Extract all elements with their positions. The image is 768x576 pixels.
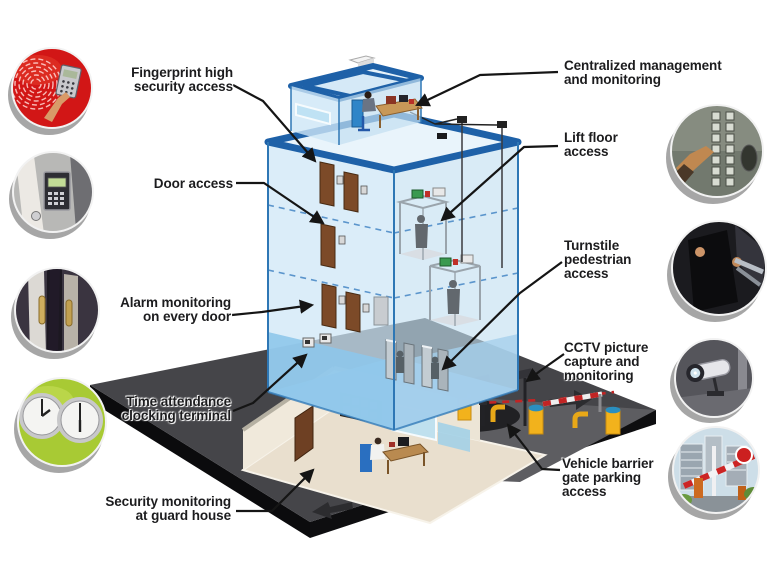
door-handle-alarm-photo bbox=[11, 267, 100, 359]
label-line: access bbox=[564, 266, 609, 282]
label-turnstile-pedestrian-access: Turnstile pedestrian access bbox=[564, 238, 632, 282]
label-alarm-monitoring-on-every-door: Alarm monitoring on every door bbox=[120, 295, 231, 325]
leader-door-access bbox=[236, 181, 325, 225]
label-line: Fingerprint high bbox=[131, 65, 233, 80]
label-line: CCTV picture bbox=[564, 340, 649, 355]
penthouse-window bbox=[295, 102, 331, 126]
conduit-elbow-2 bbox=[572, 411, 588, 428]
leader-centralized bbox=[415, 70, 559, 107]
leader-lift bbox=[440, 144, 559, 222]
label-line: access bbox=[562, 484, 607, 500]
leader-guard-house bbox=[236, 468, 315, 513]
time-clock-terminals bbox=[302, 333, 332, 348]
label-line: access bbox=[564, 144, 609, 160]
leader-fingerprint bbox=[232, 84, 317, 163]
clock-left bbox=[19, 393, 65, 439]
label-line: Security monitoring bbox=[105, 494, 231, 509]
label-fingerprint-high-security-access: Fingerprint high security access bbox=[131, 65, 233, 95]
control-room-operator bbox=[351, 91, 423, 132]
label-line: on every door bbox=[143, 309, 231, 325]
leader-vehicle-barrier bbox=[506, 423, 561, 472]
label-line: at guard house bbox=[135, 508, 231, 524]
time-clocks-photo bbox=[14, 377, 107, 473]
vehicle-barrier-gate-photo bbox=[668, 426, 760, 520]
lift-1 bbox=[396, 187, 450, 260]
door-floor3 bbox=[319, 161, 368, 213]
leader-time-attendance bbox=[232, 353, 308, 413]
vehicle-barrier-gate bbox=[542, 391, 603, 412]
label-time-attendance-clocking-terminal: Time attendance clocking terminal bbox=[121, 394, 231, 424]
label-line: Door access bbox=[153, 176, 233, 191]
label-line: clocking terminal bbox=[121, 408, 231, 424]
lift-shaft-wires bbox=[409, 111, 507, 268]
label-line: security access bbox=[133, 79, 233, 95]
label-vehicle-barrier-gate-parking-access: Vehicle barrier gate parking access bbox=[562, 456, 654, 500]
door-floor1 bbox=[321, 283, 389, 333]
fingerprint-reader-photo bbox=[8, 47, 93, 135]
label-line: monitoring bbox=[564, 368, 634, 384]
label-line: Vehicle barrier bbox=[562, 456, 654, 471]
building-edges bbox=[267, 142, 519, 432]
clock-right bbox=[57, 397, 103, 443]
label-centralized-management-and-monitoring: Centralized management and monitoring bbox=[564, 58, 722, 88]
road-arrow-front bbox=[312, 502, 353, 519]
barrier-bollard-3 bbox=[605, 406, 621, 435]
guard-house-door bbox=[294, 405, 314, 462]
cctv-camera-photo bbox=[670, 338, 754, 423]
leader-cctv bbox=[525, 353, 565, 383]
label-line: Time attendance bbox=[126, 394, 231, 409]
lift-2 bbox=[429, 254, 481, 326]
label-line: pedestrian bbox=[564, 252, 632, 268]
building bbox=[264, 110, 522, 432]
label-lift-floor-access: Lift floor access bbox=[564, 130, 618, 160]
door-keypad-photo bbox=[9, 151, 94, 239]
label-door-access: Door access bbox=[153, 176, 233, 191]
barrier-bollard-2 bbox=[528, 404, 544, 435]
label-line: Turnstile bbox=[564, 238, 620, 253]
turnstile-person-photo bbox=[667, 220, 767, 322]
label-cctv-picture-capture-and-monitoring: CCTV picture capture and monitoring bbox=[564, 340, 649, 384]
label-line: capture and bbox=[564, 354, 640, 370]
lift-button-panel-photo bbox=[666, 104, 764, 204]
leader-alarm bbox=[231, 299, 315, 317]
label-security-monitoring-at-guard-house: Security monitoring at guard house bbox=[105, 494, 231, 524]
label-line: Alarm monitoring bbox=[120, 295, 231, 310]
label-line: Centralized management bbox=[564, 58, 722, 73]
guard-house-operator bbox=[360, 437, 429, 474]
leader-turnstile bbox=[441, 261, 563, 371]
label-line: Lift floor bbox=[564, 130, 618, 145]
door-floor2 bbox=[320, 223, 346, 269]
label-line: gate parking bbox=[562, 470, 642, 486]
leader-lines bbox=[231, 70, 565, 513]
label-line: and monitoring bbox=[564, 72, 661, 88]
conduit-elbow bbox=[490, 404, 505, 422]
